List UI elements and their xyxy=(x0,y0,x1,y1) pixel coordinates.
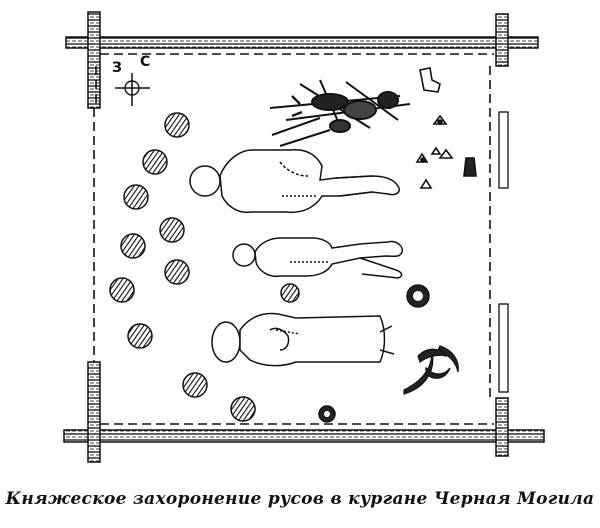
compass-north-label: С xyxy=(140,54,150,70)
burial-figure-3 xyxy=(211,312,395,367)
vessel xyxy=(164,259,190,285)
burial-figure-1 xyxy=(189,149,400,214)
vessel xyxy=(109,277,135,303)
bottom-beam xyxy=(63,429,545,443)
vessel xyxy=(142,149,168,175)
vessel xyxy=(164,112,190,138)
weapons-pile xyxy=(269,79,411,147)
right-post-top xyxy=(495,13,509,67)
vessel xyxy=(120,233,146,259)
left-post-top xyxy=(87,11,101,109)
dark-fitting xyxy=(463,157,477,177)
vessel xyxy=(182,372,208,398)
right-plank-upper xyxy=(498,111,509,189)
compass-west-label: З xyxy=(112,60,122,76)
vessel xyxy=(280,283,300,303)
left-post-bottom xyxy=(87,361,101,463)
right-plank-lower xyxy=(498,303,509,393)
vessel xyxy=(230,396,256,422)
curved-blades xyxy=(403,345,459,395)
compass-rose: З С xyxy=(112,54,150,106)
vessel xyxy=(127,323,153,349)
figure-caption: Княжеское захоронение русов в кургане Че… xyxy=(5,489,595,509)
vessel xyxy=(123,184,149,210)
grave-outline xyxy=(93,53,494,425)
burial-figure-2 xyxy=(232,237,404,279)
right-post-bottom xyxy=(495,397,509,457)
small-finds xyxy=(415,67,477,189)
vessels xyxy=(109,112,430,423)
boot-item xyxy=(419,67,441,93)
timber-frame xyxy=(63,11,545,463)
top-beam xyxy=(65,36,539,49)
vessel xyxy=(159,217,185,243)
